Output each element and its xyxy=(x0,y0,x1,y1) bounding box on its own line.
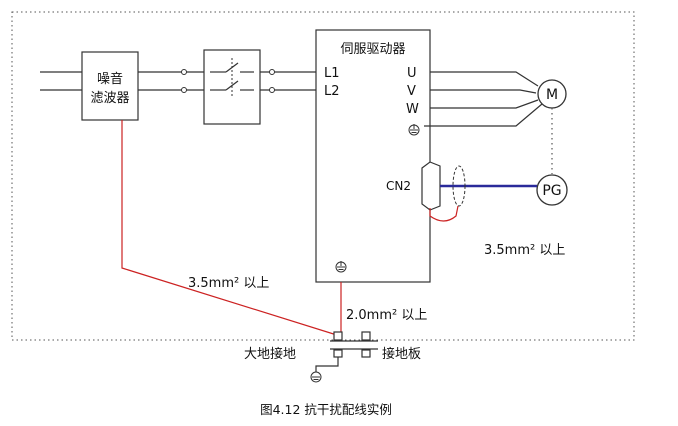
terminal-dot xyxy=(269,69,275,75)
motor-wire-u xyxy=(430,71,539,87)
motor-wire-w xyxy=(430,99,539,109)
encoder-label: PG xyxy=(542,183,561,199)
drive-pe-ground-icon xyxy=(335,261,347,273)
drive-ground-icon xyxy=(408,124,420,136)
terminal-dot xyxy=(181,69,187,75)
output-terminal-u: U xyxy=(407,66,417,81)
output-terminal-w: W xyxy=(406,102,419,117)
input-terminal-l1: L1 xyxy=(324,66,340,81)
encoder-symbol xyxy=(536,174,568,206)
motor-wire-v xyxy=(430,89,537,94)
output-terminal-v: V xyxy=(407,84,416,99)
cabinet-dotted-border xyxy=(11,11,635,341)
shield-ground-wire xyxy=(429,205,459,222)
cn2-connector-shape xyxy=(421,161,441,211)
motor-wire-ground xyxy=(424,103,543,127)
ground-plate-icon xyxy=(330,331,378,358)
wire-spec-drive-ground: 2.0mm² 以上 xyxy=(346,308,427,323)
servo-drive-title: 伺服驱动器 xyxy=(340,42,405,57)
earth-ground-label: 大地接地 xyxy=(244,346,296,362)
wire-spec-motor: 3.5mm² 以上 xyxy=(484,243,565,258)
wire-spec-filter-ground: 3.5mm² 以上 xyxy=(188,276,269,291)
cn2-label: CN2 xyxy=(386,179,411,193)
servo-drive-box xyxy=(315,29,431,283)
noise-filter-box xyxy=(81,51,139,121)
breaker-blade-2 xyxy=(225,80,239,91)
earth-ground-wire xyxy=(315,357,339,372)
motor-label: M xyxy=(546,87,558,103)
earth-ground-icon xyxy=(310,371,322,383)
terminal-dot xyxy=(181,87,187,93)
input-terminal-l2: L2 xyxy=(324,84,340,99)
ground-plate-label: 接地板 xyxy=(382,346,421,362)
filter-ground-wire xyxy=(121,120,341,337)
figure-caption: 图4.12 抗干扰配线实例 xyxy=(260,402,392,417)
noise-filter-label-line2: 滤波器 xyxy=(90,91,129,106)
cable-shield-ellipse xyxy=(452,165,466,207)
noise-filter-label-line1: 噪音 xyxy=(97,71,123,87)
terminal-dot xyxy=(269,87,275,93)
